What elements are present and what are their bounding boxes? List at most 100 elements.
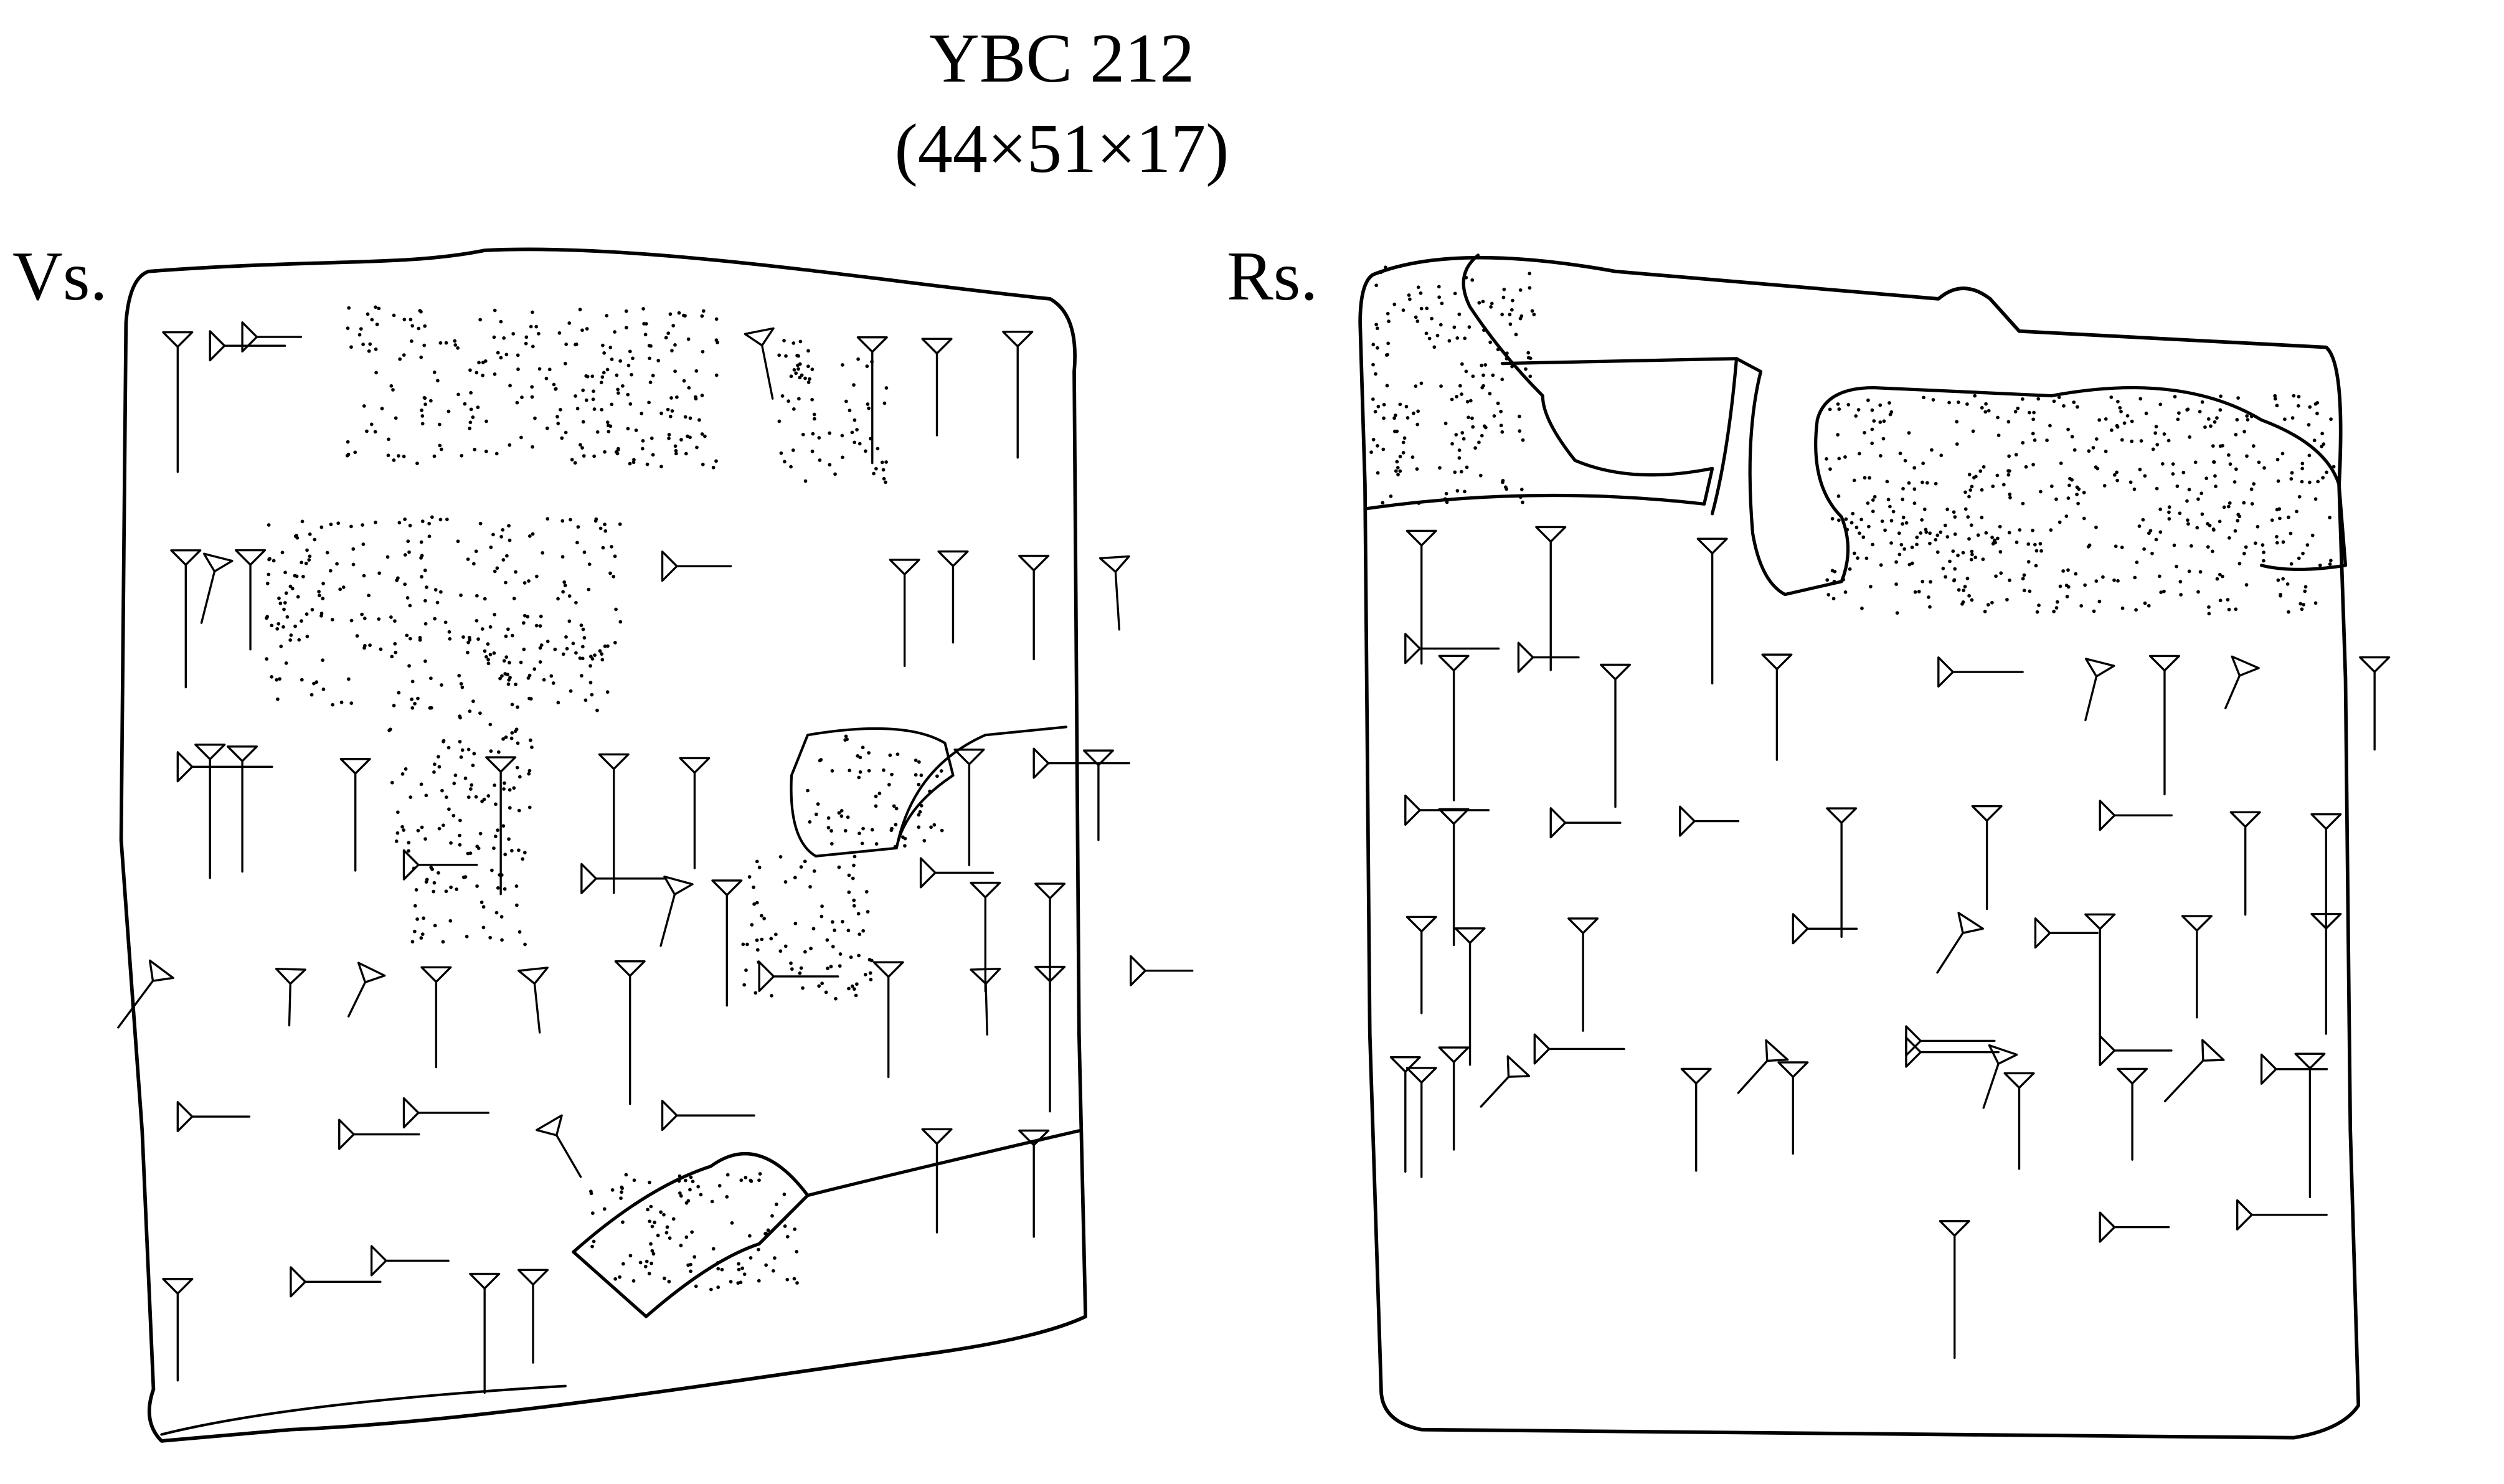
stipple-dot — [478, 831, 483, 836]
stipple-dot — [677, 311, 681, 315]
stipple-dot — [643, 1264, 648, 1269]
stipple-dot — [2211, 444, 2215, 448]
stipple-dot — [476, 846, 481, 851]
stipple-dot — [268, 557, 272, 561]
stipple-dot — [522, 647, 526, 651]
stipple-dot — [1935, 550, 1940, 554]
stipple-dot — [808, 885, 812, 889]
stipple-dot — [460, 685, 465, 689]
stipple-dot — [664, 336, 668, 340]
stipple-dot — [515, 903, 519, 907]
stipple-dot — [1427, 336, 1432, 341]
stipple-dot — [501, 528, 505, 532]
stipple-dot — [483, 649, 487, 653]
stipple-dot — [272, 559, 276, 563]
stipple-dot — [2059, 461, 2063, 465]
stipple-dot — [2005, 598, 2009, 602]
stipple-dot — [1830, 569, 1835, 573]
stipple-dot — [533, 416, 537, 420]
stipple-dot — [1970, 552, 1974, 557]
wedge — [758, 960, 839, 993]
stipple-dot — [488, 653, 493, 656]
stipple-dot — [1863, 430, 1866, 435]
stipple-dot — [458, 740, 462, 744]
wedge — [2260, 1053, 2328, 1085]
stipple-dot — [403, 553, 407, 557]
stipple-dot — [603, 644, 607, 648]
stipple-dot — [2289, 531, 2293, 536]
stipple-dot — [2303, 585, 2308, 589]
stipple-dot — [2102, 484, 2107, 488]
stipple-dot — [456, 392, 460, 397]
stipple-dot — [308, 532, 312, 536]
stipple-dot — [1984, 402, 1988, 406]
stipple-dot — [445, 518, 449, 522]
stipple-dot — [818, 458, 822, 462]
stipple-dot — [2281, 540, 2285, 544]
stipple-dot — [620, 1190, 623, 1194]
stipple-dot — [729, 1280, 733, 1283]
stipple-dot — [300, 519, 305, 524]
stipple-dot — [631, 356, 635, 361]
stipple-dot — [782, 1193, 787, 1196]
stipple-dot — [716, 1260, 720, 1265]
stipple-dot — [1872, 419, 1876, 423]
stipple-dot — [574, 651, 578, 655]
stipple-dot — [1897, 531, 1901, 536]
stipple-dot — [423, 569, 427, 572]
stipple-dot — [307, 558, 311, 562]
stipple-dot — [423, 324, 427, 328]
stipple-dot — [2039, 549, 2043, 553]
stipple-dot — [1882, 419, 1886, 423]
stipple-dot — [458, 843, 462, 847]
stipple-dot — [2147, 603, 2151, 608]
stipple-dot — [650, 1224, 654, 1229]
stipple-dot — [349, 701, 354, 705]
stipple-dot — [918, 810, 922, 814]
wedge — [921, 1128, 953, 1234]
stipple-dot — [820, 981, 824, 985]
stipple-dot — [526, 676, 531, 680]
stipple-dot — [760, 937, 764, 942]
stipple-dot — [917, 825, 921, 829]
stipple-dot — [2034, 564, 2038, 568]
stipple-dot — [1955, 442, 1959, 446]
wedge — [970, 881, 1001, 993]
stipple-dot — [507, 524, 511, 528]
stipple-dot — [2150, 551, 2154, 555]
stipple-dot — [884, 460, 888, 464]
wedge — [469, 1272, 501, 1394]
stipple-dot — [791, 448, 795, 452]
stipple-dot — [338, 587, 343, 592]
stipple-dot — [1457, 456, 1462, 460]
stipple-dot — [1394, 469, 1398, 473]
stipple-dot — [884, 480, 887, 484]
stipple-dot — [1869, 585, 1873, 588]
stipple-dot — [1922, 508, 1927, 511]
stipple-dot — [563, 361, 567, 366]
stipple-dot — [1505, 357, 1509, 361]
stipple-dot — [1854, 526, 1859, 529]
stipple-dot — [488, 722, 493, 727]
stipple-dot — [503, 853, 508, 856]
stipple-dot — [419, 556, 423, 560]
wedge — [1982, 1044, 2018, 1109]
stipple-dot — [1480, 433, 1484, 438]
stipple-dot — [828, 463, 832, 467]
stipple-dot — [864, 449, 867, 453]
stipple-dot — [2141, 518, 2145, 522]
stipple-dot — [1934, 481, 1938, 486]
stipple-dot — [711, 1247, 716, 1251]
stipple-dot — [1996, 415, 2000, 420]
stipple-dot — [1844, 517, 1848, 521]
stipple-dot — [605, 367, 610, 372]
stipple-dot — [656, 359, 661, 362]
wedge — [659, 875, 694, 947]
stipple-dot — [691, 1179, 695, 1184]
wedge — [117, 959, 174, 1029]
stipple-dot — [935, 774, 939, 778]
stipple-dot — [2300, 607, 2304, 612]
wedge — [679, 757, 711, 869]
stipple-dot — [2153, 431, 2158, 435]
